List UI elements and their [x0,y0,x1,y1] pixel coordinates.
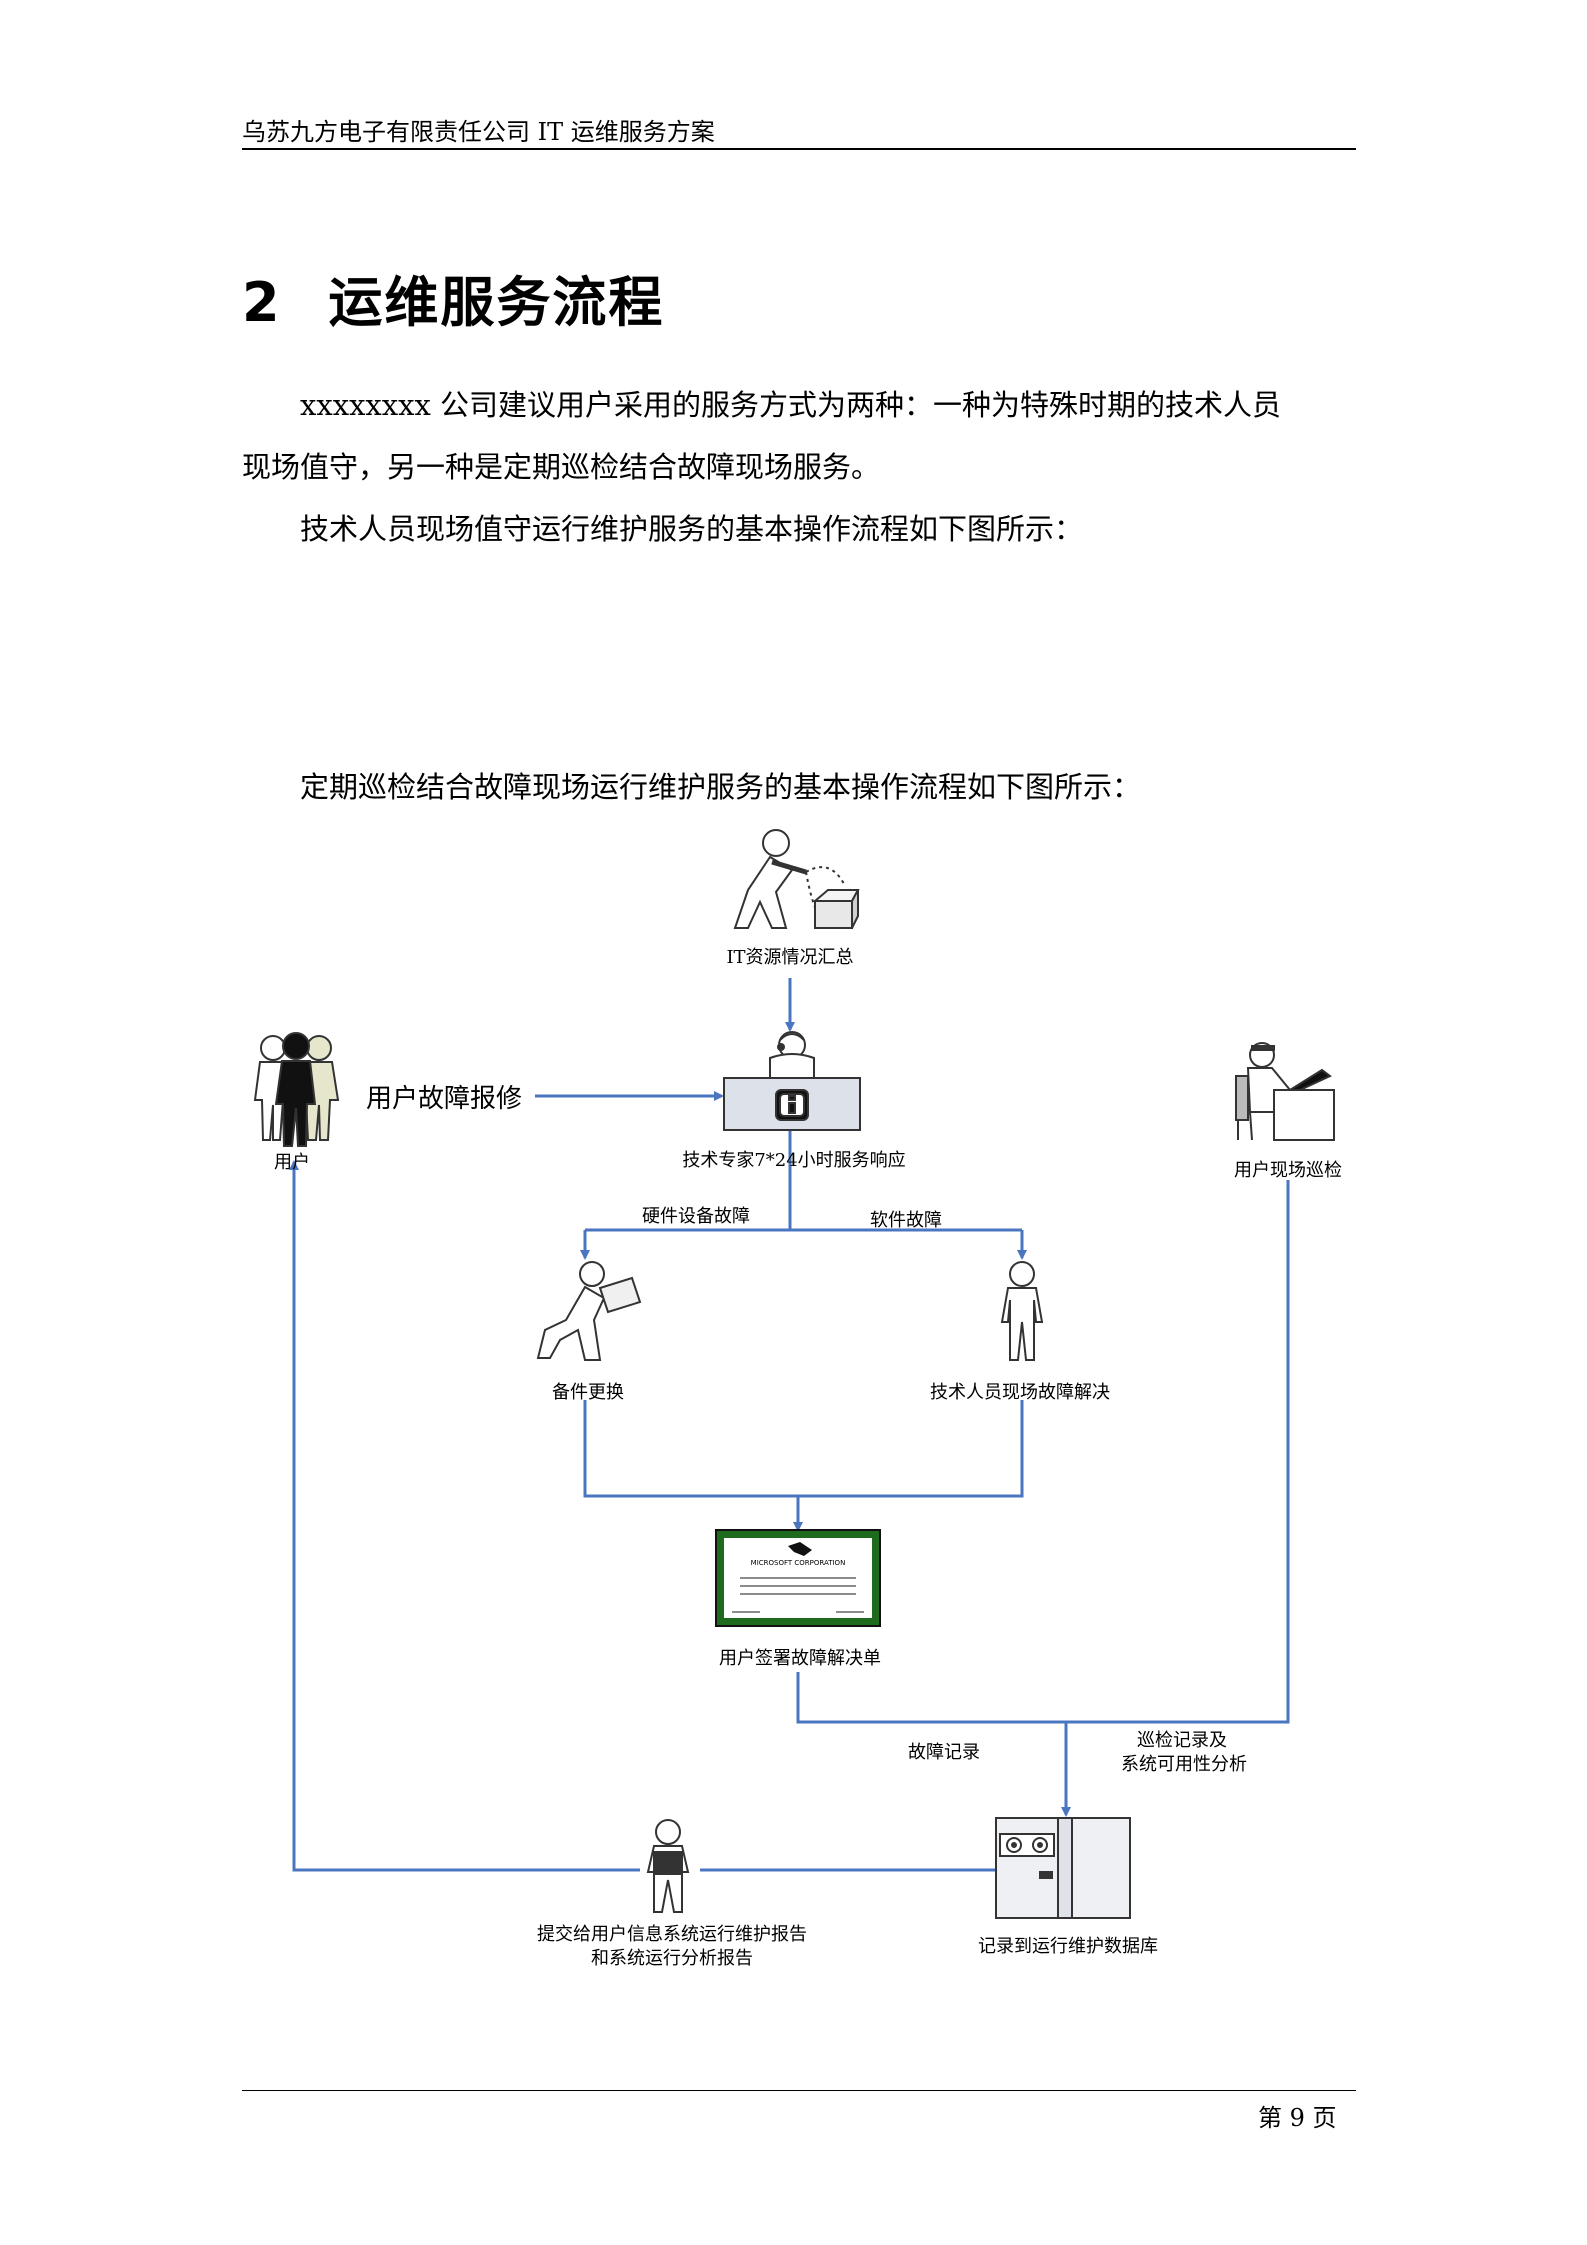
label-inspect-record-2: 系统可用性分析 [1121,1754,1247,1775]
header-rule [242,148,1356,150]
label-sw-fault: 软件故障 [870,1210,942,1231]
page-number: 第 9 页 [1258,2104,1337,2132]
label-spare-replace: 备件更换 [552,1382,624,1403]
footer-rule [242,2090,1356,2091]
label-it-summary: IT资源情况汇总 [726,947,854,968]
label-fault-record: 故障记录 [908,1742,980,1763]
section-heading: 2 运维服务流程 [242,258,664,337]
technician-at-computer-icon [1235,1042,1335,1141]
label-expert: 技术专家7*24小时服务响应 [682,1150,906,1171]
label-report-1: 提交给用户信息系统运行维护报告 [537,1924,807,1945]
database-cabinet-icon [995,1817,1131,1919]
paragraph-1-line-1: xxxxxxxx 公司建议用户采用的服务方式为两种：一种为特殊时期的技术人员 [300,388,1282,422]
label-sign-sheet: 用户签署故障解决单 [719,1648,881,1669]
help-desk-icon [723,1031,861,1131]
label-report-2: 和系统运行分析报告 [591,1948,753,1969]
line-cert-down [796,1672,1066,1724]
header-title: 乌苏九方电子有限责任公司 IT 运维服务方案 [242,118,715,146]
certificate-caption: MICROSOFT CORPORATION [750,1559,846,1567]
technician-standing-icon [1000,1261,1044,1361]
section-title: 运维服务流程 [328,271,665,334]
person-carrying-box-icon [536,1261,642,1361]
users-group-icon [253,1032,340,1147]
line-inspect-down [1066,1180,1290,1724]
label-database: 记录到运行维护数据库 [978,1936,1158,1957]
section-number: 2 [242,271,282,334]
paragraph-1-line-2: 现场值守，另一种是定期巡检结合故障现场服务。 [242,450,881,484]
person-with-box-icon [733,829,860,929]
certificate-icon [715,1529,881,1627]
paragraph-2: 技术人员现场值守运行维护服务的基本操作流程如下图所示： [300,512,1084,546]
label-user: 用户 [274,1152,310,1173]
line-spare-down [583,1400,1024,1498]
label-hw-fault: 硬件设备故障 [642,1206,750,1227]
line-report-to-user [289,1160,640,1872]
label-onsite-inspect: 用户现场巡检 [1234,1160,1342,1181]
person-with-reports-icon [646,1819,690,1913]
label-user-report: 用户故障报修 [366,1084,523,1114]
label-inspect-record-1: 巡检记录及 [1137,1730,1227,1751]
label-tech-onsite: 技术人员现场故障解决 [930,1382,1110,1403]
paragraph-3: 定期巡检结合故障现场运行维护服务的基本操作流程如下图所示： [300,770,1142,804]
